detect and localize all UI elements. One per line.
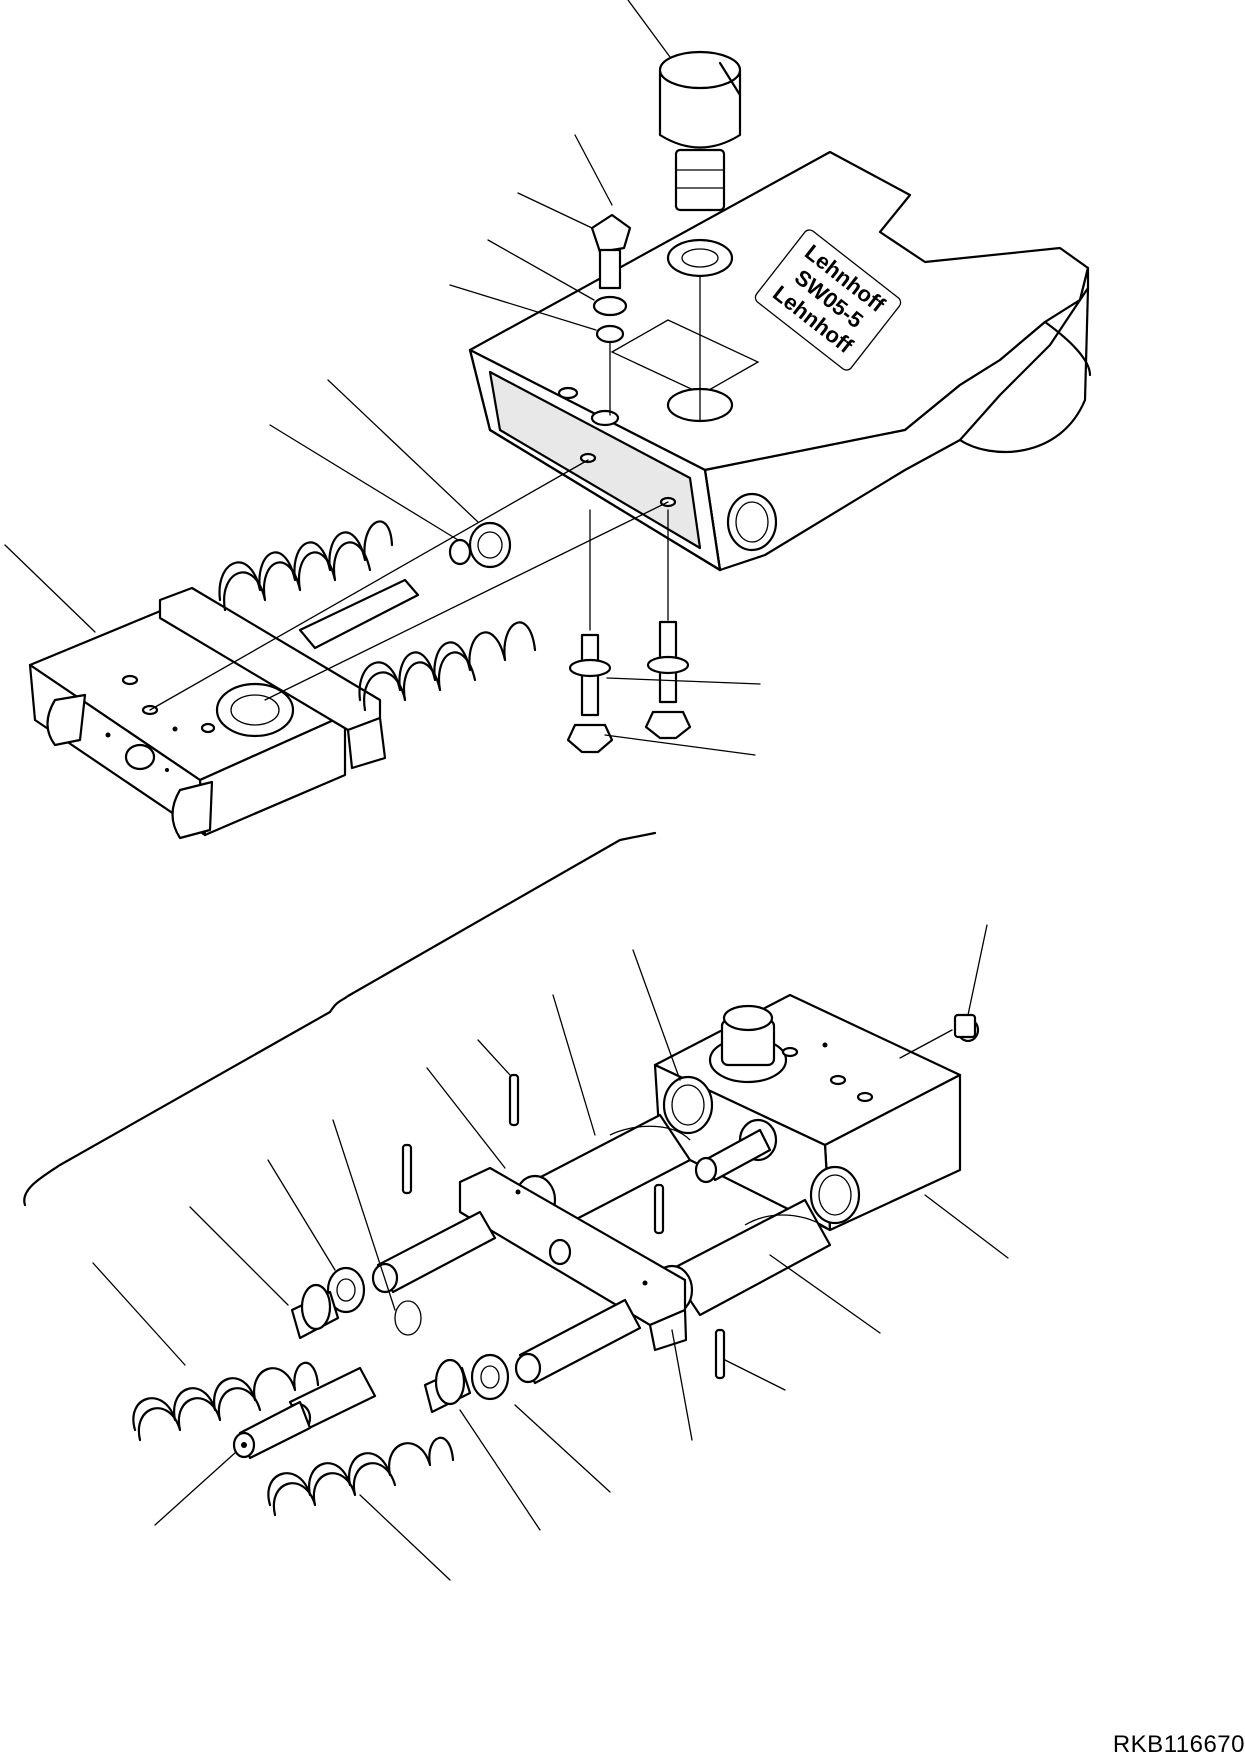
springs-lower (132, 1283, 472, 1517)
valve-block-lower (653, 993, 962, 1232)
plug (899, 1013, 980, 1059)
crossbar-upper (158, 586, 387, 770)
leader-lines (4, 0, 1009, 1581)
section-break-line (23, 831, 657, 1207)
drawing-id: RKB116670 (1112, 1731, 1245, 1758)
cap-screw-and-washers (590, 213, 632, 416)
pins (401, 1073, 726, 1380)
crossbar-lower (458, 1166, 688, 1352)
valve-block-upper (28, 603, 347, 840)
coupler-housing: Lehnhoff SW05-5 Lehnhoff (468, 150, 1092, 572)
rods (371, 1210, 642, 1385)
nuts-and-washers (326, 1266, 510, 1401)
mounting-bolts (566, 509, 692, 754)
springs-upper (149, 459, 669, 712)
plunger (232, 1366, 377, 1460)
valve-knob (658, 50, 742, 421)
